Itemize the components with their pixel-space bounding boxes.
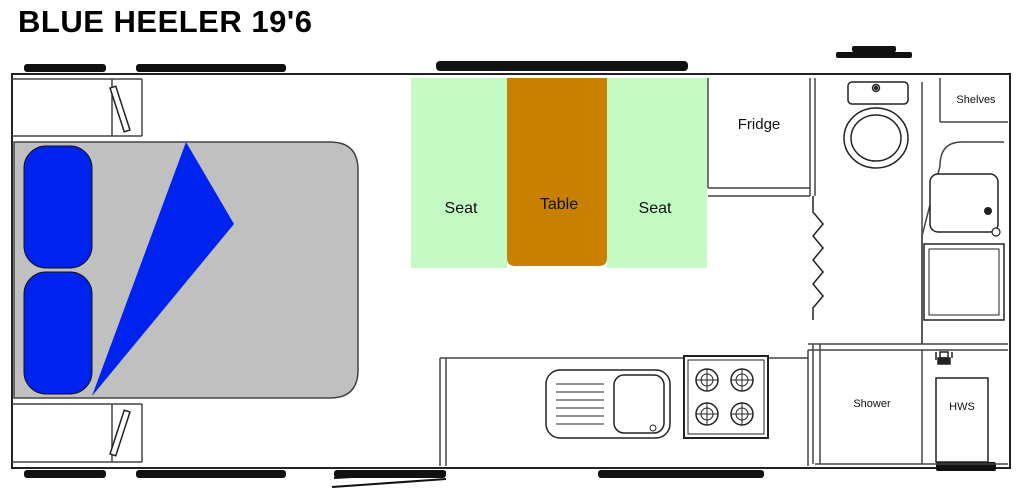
- table-label: Table: [540, 196, 578, 213]
- shelves-label: Shelves: [956, 94, 996, 106]
- seat-left[interactable]: [411, 78, 507, 268]
- blanket-fold: [92, 142, 234, 396]
- vanity-counter: [921, 141, 1004, 344]
- pillow-icon: [23, 145, 93, 269]
- curtain-icon[interactable]: [812, 196, 824, 320]
- floorplan-title: BLUE HEELER 19'6: [18, 4, 313, 39]
- bedroom: [12, 78, 143, 463]
- seat-right[interactable]: [607, 78, 707, 268]
- vanity-basin-icon: [929, 173, 999, 233]
- fridge-label: Fridge: [738, 116, 781, 133]
- hws-unit: [935, 377, 989, 463]
- cupboard: [923, 243, 1005, 321]
- seat-left-label: Seat: [445, 200, 478, 217]
- fridge: [707, 78, 811, 197]
- hws-label: HWS: [949, 401, 975, 413]
- drainer-ridges: [556, 383, 604, 425]
- pillow-icon: [23, 271, 93, 395]
- door-icon[interactable]: [331, 471, 447, 488]
- seat-right-label: Seat: [639, 200, 672, 217]
- cooktop-icon: [683, 355, 769, 439]
- toilet-icon: [843, 81, 909, 169]
- wardrobe-door-top[interactable]: [109, 85, 131, 133]
- tap-icon: [935, 351, 953, 365]
- table[interactable]: [507, 78, 607, 266]
- drain-icon: [984, 207, 992, 215]
- sink-bowl: [613, 374, 665, 434]
- shower-label: Shower: [853, 398, 891, 410]
- wardrobe-door-bottom[interactable]: [109, 409, 131, 457]
